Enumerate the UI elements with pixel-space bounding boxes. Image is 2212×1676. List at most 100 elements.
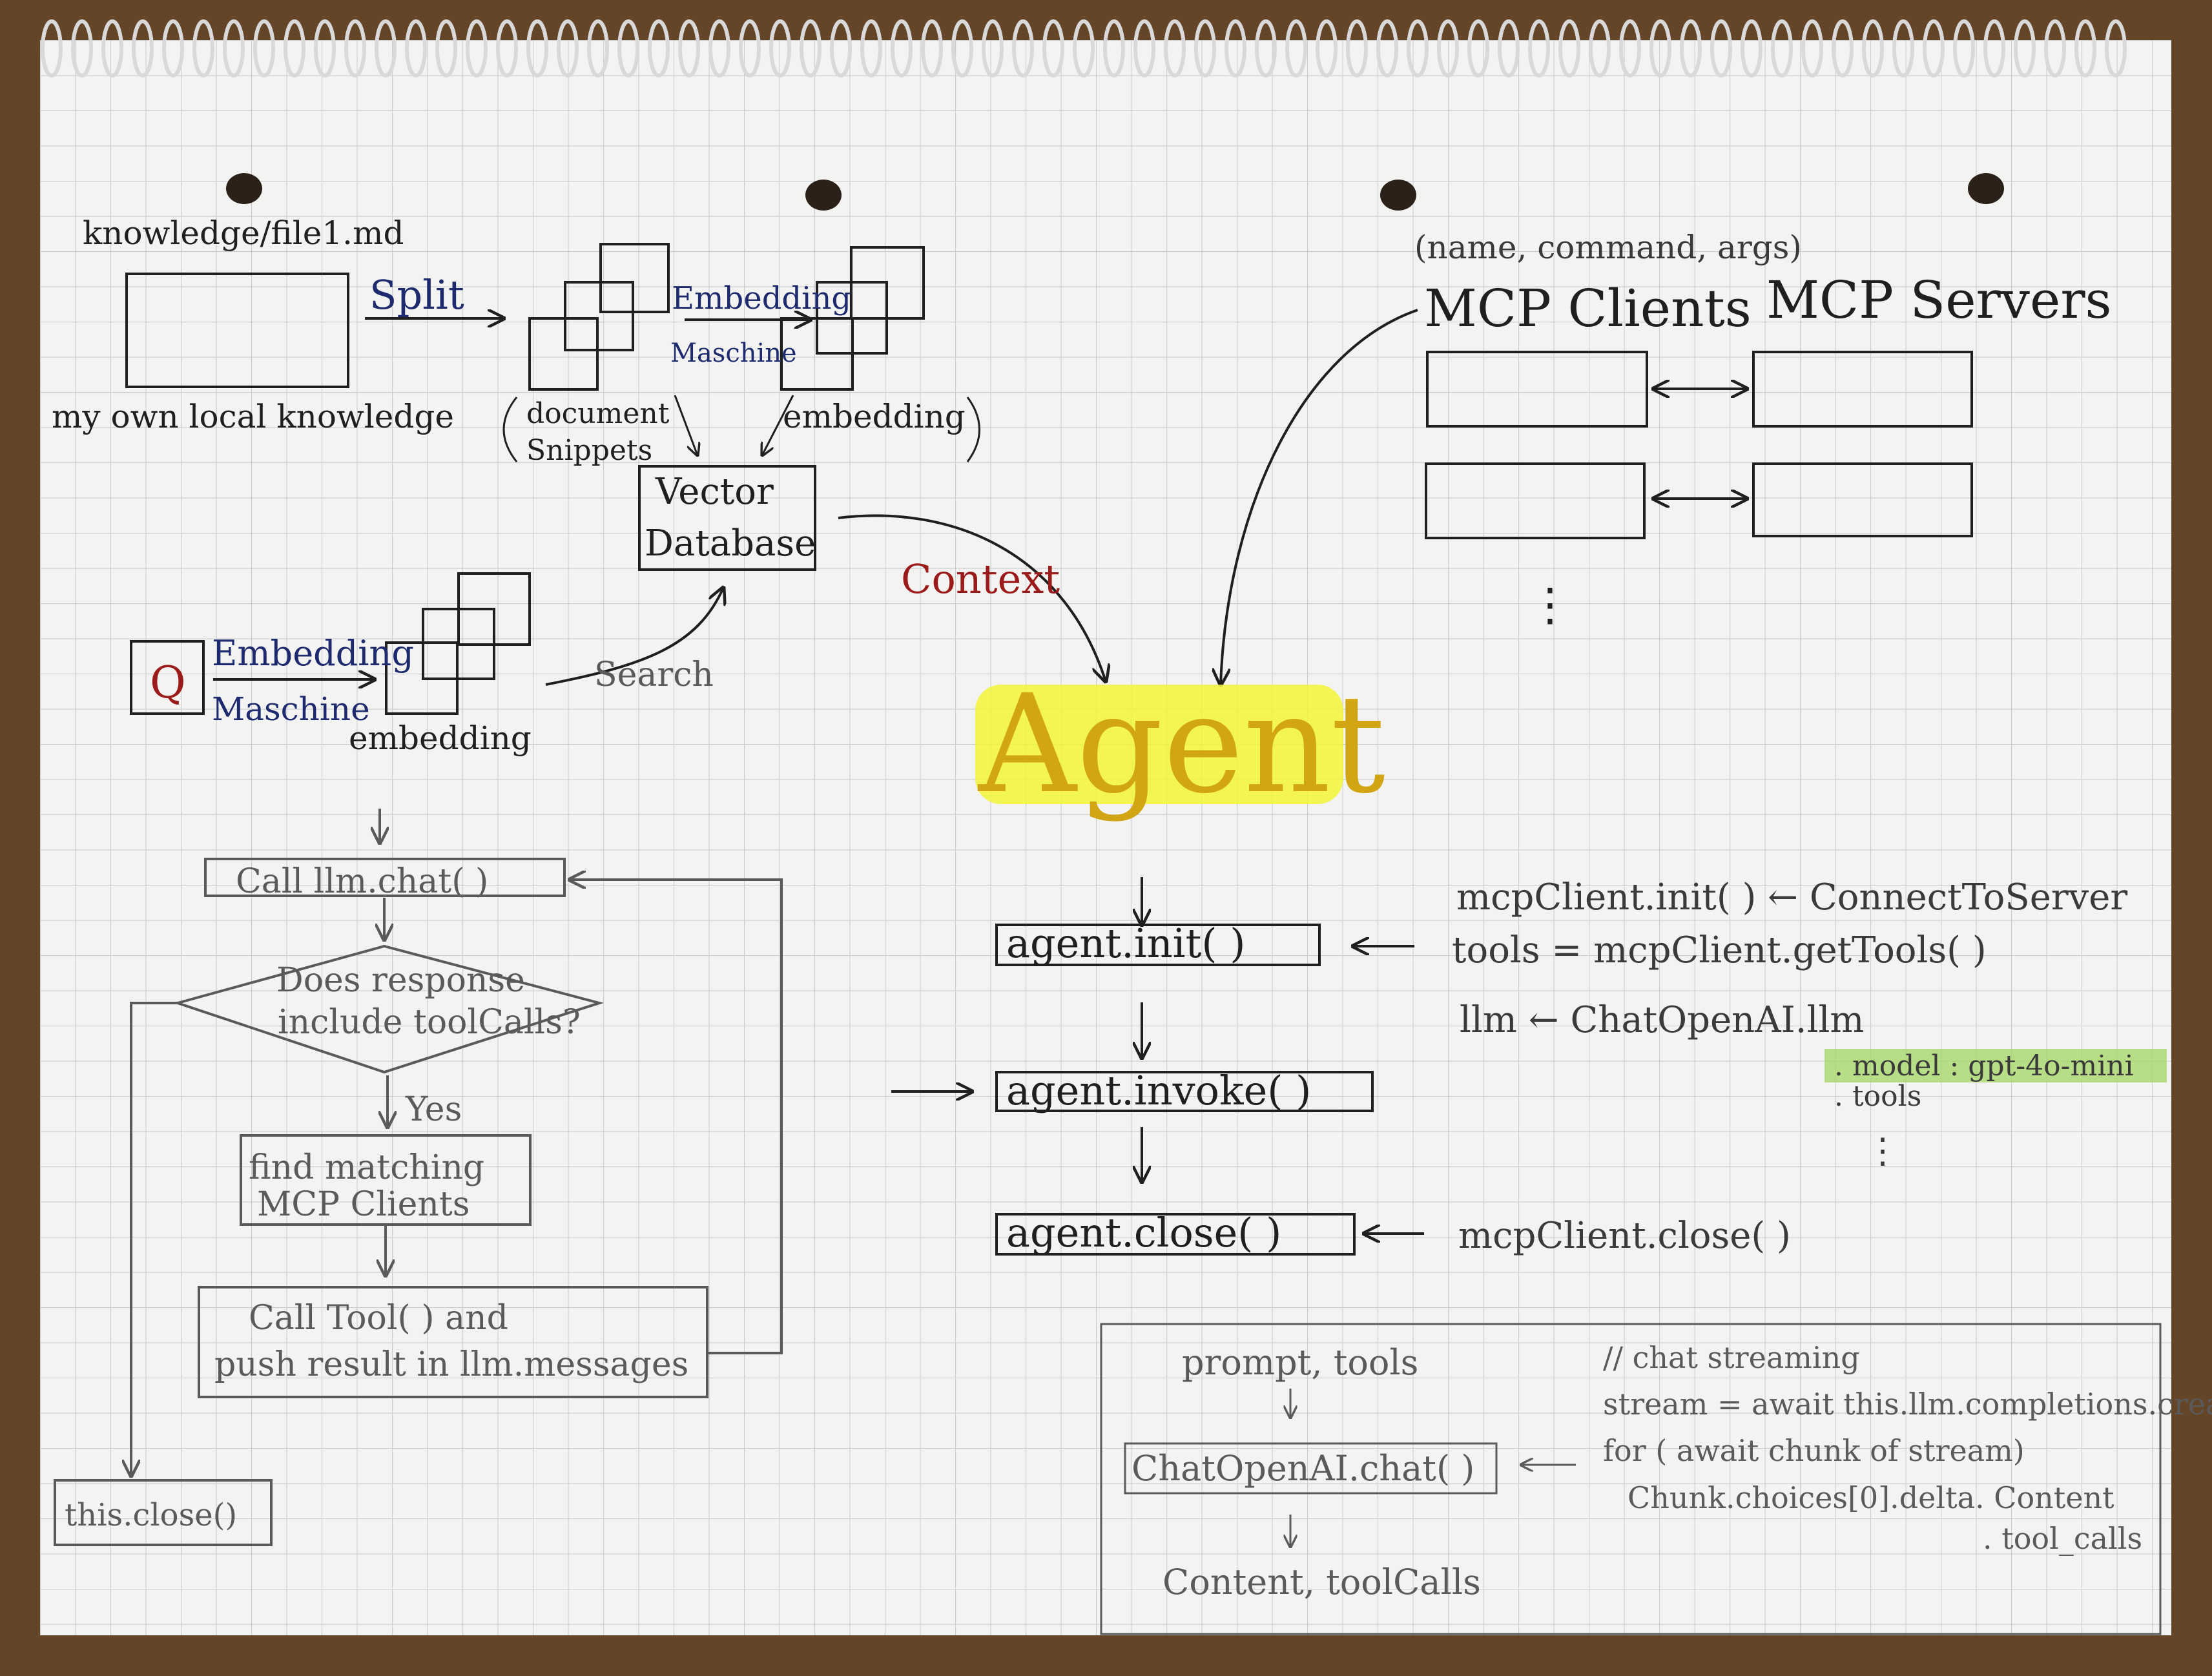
mcp-servers-label: MCP Servers xyxy=(1766,270,2112,330)
spiral-coil xyxy=(375,19,397,78)
query-maschine-label: Maschine xyxy=(212,690,370,728)
spiral-coil xyxy=(344,19,366,78)
find-clients-box xyxy=(240,1134,532,1226)
loop-back-line xyxy=(570,880,783,1354)
agent-init-label: agent.init( ) xyxy=(1006,920,1246,967)
spiral-coil xyxy=(2105,19,2127,78)
spiral-coil xyxy=(1194,19,1216,78)
mcp-server-box xyxy=(1752,351,1973,428)
spiral-coil xyxy=(1285,19,1307,78)
spiral-coil xyxy=(1801,19,1823,78)
document-label: document xyxy=(526,397,670,430)
spiral-coil xyxy=(617,19,639,78)
this-close-box xyxy=(54,1479,273,1546)
spiral-coil xyxy=(800,19,822,78)
mcp-client-box xyxy=(1426,351,1648,428)
chat-result-label: Content, toolCalls xyxy=(1163,1562,1481,1602)
agent-title: Agent xyxy=(977,665,1385,823)
spiral-coil xyxy=(769,19,791,78)
knowledge-caption: my own local knowledge xyxy=(52,398,454,435)
punch-hole xyxy=(226,173,262,204)
agent-close-box xyxy=(995,1213,1356,1256)
spiral-coil xyxy=(192,19,214,78)
spiral-coil xyxy=(1923,19,1945,78)
spiral-coil xyxy=(314,19,336,78)
decision-label-2: include toolCalls? xyxy=(278,1003,581,1042)
agent-methods xyxy=(891,877,1424,1256)
embed-to-db-arrow xyxy=(762,395,794,455)
spiral-coil xyxy=(557,19,579,78)
call-llm-label: Call llm.chat( ) xyxy=(236,862,488,901)
vector-label: Vector xyxy=(655,471,774,513)
spiral-coil xyxy=(496,19,518,78)
mcp-args-label: (name, command, args) xyxy=(1414,229,1802,266)
spiral-coil xyxy=(1073,19,1095,78)
spiral-coil xyxy=(435,19,457,78)
spiral-coil xyxy=(708,19,730,78)
spiral-coil xyxy=(1103,19,1125,78)
spiral-coil xyxy=(1225,19,1246,78)
spiral-coil xyxy=(1164,19,1186,78)
agent-invoke-label: agent.invoke( ) xyxy=(1006,1067,1311,1114)
search-label: Search xyxy=(594,656,714,694)
this-close-label: this.close() xyxy=(65,1497,237,1533)
no-branch-line xyxy=(131,1002,178,1476)
knowledge-pipeline xyxy=(125,243,1106,681)
agent-init-box xyxy=(995,924,1321,966)
spiral-coil xyxy=(1680,19,1702,78)
paren-right xyxy=(966,397,980,462)
spiral-coil xyxy=(2014,19,2036,78)
calltool-label-1: Call Tool( ) and xyxy=(249,1299,508,1338)
init-note-line-1: mcpClient.init( ) ← ConnectToServer xyxy=(1456,876,2127,918)
agent-invoke-box xyxy=(995,1071,1374,1112)
chunk-line: Chunk.choices[0].delta. Content xyxy=(1628,1480,2114,1515)
spiral-coil xyxy=(1467,19,1489,78)
spiral-coil xyxy=(587,19,609,78)
spiral-coil xyxy=(1832,19,1854,78)
mcp-labels: (name, command, args) MCP Clients MCP Se… xyxy=(1414,229,2112,631)
spiral-coil xyxy=(1649,19,1671,78)
spiral-coil xyxy=(1528,19,1550,78)
embedding-paren-label: embedding xyxy=(783,398,966,435)
spiral-coil xyxy=(466,19,488,78)
paren-left xyxy=(502,397,518,462)
spiral-coil xyxy=(982,19,1004,78)
spiral-coil xyxy=(921,19,943,78)
file-label: knowledge/file1.md xyxy=(83,214,404,252)
snippets-label: Snippets xyxy=(526,434,652,467)
spiral-coil xyxy=(1983,19,2005,78)
calltool-label-2: push result in llm.messages xyxy=(214,1345,688,1384)
spiral-coil xyxy=(1376,19,1398,78)
snippet-box xyxy=(599,243,670,313)
model-line: . model : gpt-4o-mini xyxy=(1834,1050,2134,1082)
model-highlight xyxy=(1824,1049,2167,1082)
spiral-coil xyxy=(1741,19,1762,78)
yes-label: Yes xyxy=(405,1090,462,1129)
call-tool-box xyxy=(198,1286,708,1398)
knowledge-file-box xyxy=(125,273,349,388)
split-label: Split xyxy=(369,271,464,318)
call-llm-box xyxy=(204,858,566,897)
maschine-label: Maschine xyxy=(670,338,797,368)
spiral-coil xyxy=(891,19,913,78)
snippet-box xyxy=(564,281,634,351)
mcp-clients-label: MCP Clients xyxy=(1424,278,1752,338)
spiral-coil xyxy=(162,19,184,78)
query-embedding-caption: embedding xyxy=(349,719,532,757)
spiral-coil xyxy=(1892,19,1914,78)
tool-calls-line: . tool_calls xyxy=(1983,1521,2142,1556)
tools-line: . tools xyxy=(1834,1080,1921,1113)
query-box xyxy=(130,640,205,715)
spiral-coil xyxy=(830,19,852,78)
spiral-coil xyxy=(1407,19,1429,78)
spiral-coil xyxy=(1710,19,1732,78)
init-note-line-3: llm ← ChatOpenAI.llm xyxy=(1460,999,1865,1041)
flowchart-labels: Call llm.chat( ) Does response include t… xyxy=(65,862,688,1533)
spiral-coil xyxy=(1133,19,1155,78)
spiral-coil xyxy=(1498,19,1520,78)
notes-dots: ⋮ xyxy=(1865,1130,1900,1171)
chat-box-frame xyxy=(1100,1323,2162,1635)
spiral-coil xyxy=(223,19,245,78)
context-arrow xyxy=(838,514,1106,681)
